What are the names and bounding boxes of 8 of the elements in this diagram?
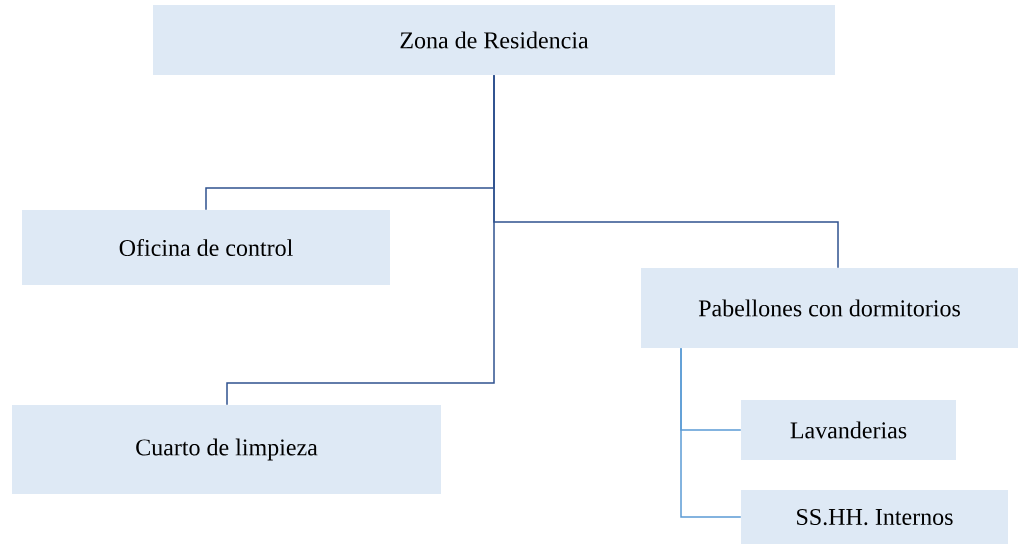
org-box: Cuarto de limpieza xyxy=(12,405,441,494)
org-box: Lavanderias xyxy=(741,400,956,460)
org-box: Zona de Residencia xyxy=(153,5,835,75)
connector-line xyxy=(226,74,495,406)
org-box: Oficina de control xyxy=(22,210,390,285)
connector-line xyxy=(680,347,742,518)
org-box: SS.HH. Internos xyxy=(741,490,1008,544)
org-box: Pabellones con dormitorios xyxy=(641,268,1018,348)
